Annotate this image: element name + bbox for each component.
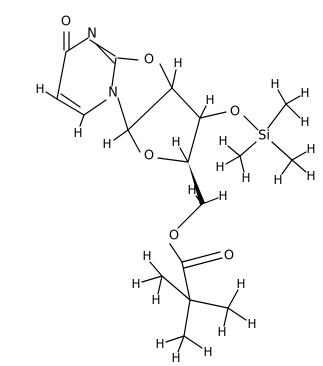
h-si-me1-b: H: [270, 77, 279, 91]
h-junction-bottom: H: [102, 137, 111, 151]
bond-cq-me1: [161, 275, 191, 301]
bond-h-c6: [79, 114, 85, 127]
bond-o-cco: [169, 243, 183, 263]
bond-jtop-jbot: [127, 87, 173, 131]
bond-h-jbot: [113, 129, 129, 141]
bond-ch2-h1: [201, 197, 219, 205]
heteroatom-labels: O N O N O O Si O O: [61, 15, 270, 264]
bond-oring-jbot: [127, 129, 141, 153]
bond-jtop-c3: [171, 87, 201, 119]
h-tbu2-c: H: [217, 325, 226, 339]
pyrimidinone-ring: [45, 31, 117, 127]
atom-o-carbonyl: O: [61, 15, 71, 30]
bond-me1-h1: [285, 95, 301, 105]
bond-o-si: [243, 115, 259, 131]
h-tbu3-c: H: [171, 351, 180, 365]
bond-n-jbot: [117, 97, 129, 131]
h-tbu1-a: H: [142, 249, 151, 263]
bond-me3-hc: [177, 335, 185, 353]
bond-cco-o1: [181, 251, 221, 263]
h-pyr-1: H: [35, 82, 44, 96]
bond-cq-me2: [189, 299, 229, 309]
bond-me2-h3: [281, 159, 293, 175]
bond-o-jtop: [159, 63, 173, 89]
bond-si-me2: [271, 141, 293, 161]
bond-c3-c4: [187, 117, 201, 163]
h-tbu1-c: H: [151, 293, 160, 307]
h-si-me2-c: H: [273, 173, 282, 187]
bond-h-c5: [45, 91, 58, 100]
tms-group: [225, 89, 307, 175]
h-si-me3-c: H: [241, 171, 250, 185]
bond-c3-osilyl: [199, 111, 227, 119]
h-si-me2-b: H: [306, 169, 315, 183]
h-si-me3-b: H: [215, 160, 224, 174]
bond-c6-c5-double: [60, 93, 81, 108]
h-pyr-2: H: [73, 126, 82, 140]
bond-si-me3: [239, 141, 257, 157]
bond-ch2-h2: [195, 195, 203, 205]
bond-c4-n1: [111, 57, 117, 87]
bond-me3-hb: [183, 335, 203, 349]
atom-o-ester-double: O: [224, 249, 234, 264]
bond-n1-c6: [83, 99, 107, 116]
bond-h-c4: [179, 147, 189, 163]
h-tbu1-b: H: [131, 277, 140, 291]
h-si-me1-a: H: [300, 86, 309, 100]
atom-o-ester-single: O: [169, 229, 179, 244]
h-junction-top: H: [173, 56, 182, 70]
bond-me3-ha: [165, 335, 185, 343]
bond-h-jtop: [171, 69, 177, 89]
h-ch2-a: H: [218, 189, 227, 203]
fused-rings: [113, 57, 227, 205]
bond-n3-c4: [89, 39, 116, 57]
bond-me2-ha: [227, 289, 239, 309]
h-tbu3-a: H: [155, 337, 164, 351]
bond-n3-c4-double: [95, 43, 115, 64]
h-tbu2-a: H: [236, 277, 245, 291]
atom-n-ring-lower: N: [108, 86, 118, 101]
h-tbu2-b: H: [247, 317, 256, 331]
bond-cco-o2: [183, 257, 223, 269]
bond-me3-h1: [227, 145, 241, 157]
wedge-c4-ch2: [188, 162, 205, 205]
bond-cq-me3: [183, 299, 191, 337]
bond-me1-h2: [277, 89, 287, 105]
bond-c4-oring: [157, 157, 189, 163]
atom-si: Si: [258, 129, 270, 144]
bond-si-me1: [267, 103, 287, 129]
bond-me1-h3: [285, 103, 301, 119]
h-c3: H: [205, 93, 214, 107]
bond-c4-o: [117, 57, 139, 61]
pivaloyl-ester: [141, 195, 247, 353]
bond-h-c3: [199, 105, 207, 119]
bond-me2-hc: [223, 307, 229, 327]
bond-c6-c5: [56, 98, 85, 116]
bond-me2-h2: [291, 159, 307, 173]
bond-ch2-o: [177, 203, 203, 229]
bond-me3-h2: [225, 155, 241, 165]
bond-c2-n3: [65, 37, 89, 53]
bond-me2-h1: [291, 151, 307, 161]
atom-o-ring-upper: O: [144, 53, 154, 68]
bond-c5-c2: [56, 51, 67, 100]
atom-o-silyl: O: [230, 105, 240, 120]
h-si-me2-a: H: [306, 142, 315, 156]
bond-me1-hc: [157, 275, 163, 295]
bond-cco-cq: [181, 261, 191, 301]
h-tbu3-b: H: [203, 345, 212, 359]
bond-me1-ha: [149, 261, 163, 277]
h-ch2-b: H: [187, 183, 196, 197]
h-si-me1-c: H: [300, 115, 309, 129]
bond-me3-h3: [239, 155, 245, 173]
h-c4: H: [171, 135, 180, 149]
bond-me1-hb: [141, 275, 163, 283]
atom-n-ring: N: [87, 27, 97, 42]
bond-me2-hb: [227, 307, 247, 321]
atom-o-ring-lower: O: [144, 149, 154, 164]
h-si-me3-a: H: [218, 134, 227, 148]
hydrogen-labels: H H H H H H H H H H H H H H H H H H H H …: [35, 56, 315, 365]
